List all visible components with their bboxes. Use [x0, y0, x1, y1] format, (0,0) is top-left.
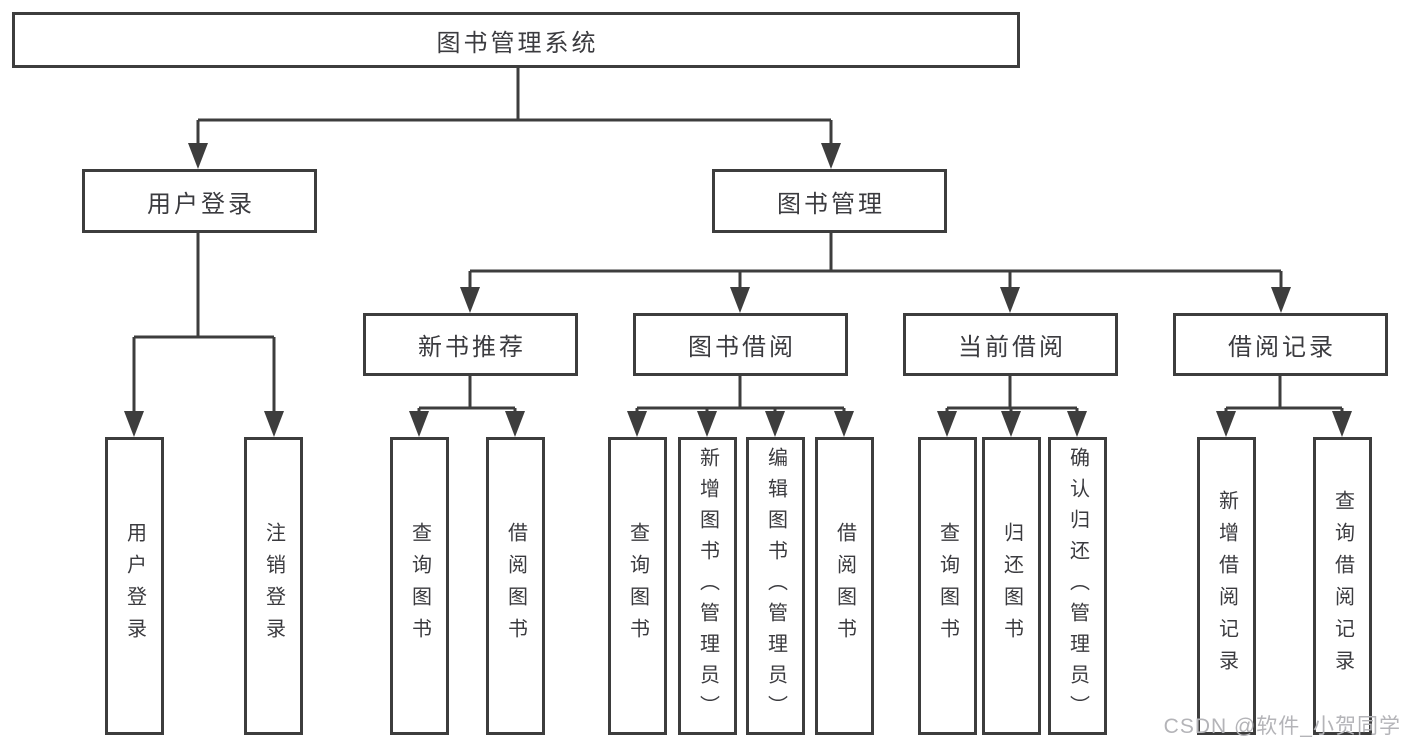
leaf-add-borrow-record: 新增借阅记录 — [1197, 437, 1256, 735]
leaf-borrow-books: 借阅图书 — [815, 437, 874, 735]
leaf-borrow-books-recommend: 借阅图书 — [486, 437, 545, 735]
node-label: 新书推荐 — [418, 334, 526, 361]
node-label: 借阅图书 — [504, 522, 527, 650]
node-book-management: 图书管理 — [712, 169, 947, 233]
node-label: 确认归还（管理员） — [1066, 446, 1089, 726]
arrowhead — [730, 287, 750, 313]
node-label: 当前借阅 — [958, 334, 1066, 361]
leaf-search-books-recommend: 查询图书 — [390, 437, 449, 735]
node-label: 用户登录 — [123, 522, 146, 650]
arrowhead — [627, 411, 647, 437]
leaf-confirm-return-admin: 确认归还（管理员） — [1048, 437, 1107, 735]
arrowhead — [460, 287, 480, 313]
node-book-borrow: 图书借阅 — [633, 313, 848, 376]
arrowhead — [697, 411, 717, 437]
leaf-search-borrow-record: 查询借阅记录 — [1313, 437, 1372, 735]
leaf-return-books: 归还图书 — [982, 437, 1041, 735]
connector-path — [132, 68, 1344, 413]
leaf-search-books-current: 查询图书 — [918, 437, 977, 735]
node-label: 归还图书 — [1000, 522, 1023, 650]
arrowhead — [821, 143, 841, 169]
node-label: 图书管理 — [777, 190, 885, 218]
watermark: CSDN @软件_小贺同学 — [1163, 715, 1401, 738]
node-user-login: 用户登录 — [82, 169, 317, 233]
arrowhead — [264, 411, 284, 437]
leaf-logout: 注销登录 — [244, 437, 303, 735]
node-label: 用户登录 — [147, 190, 255, 218]
node-label: 查询借阅记录 — [1331, 490, 1354, 682]
node-label: 查询图书 — [626, 522, 649, 650]
arrowhead — [937, 411, 957, 437]
arrowhead — [1000, 287, 1020, 313]
node-current-borrow: 当前借阅 — [903, 313, 1118, 376]
node-root: 图书管理系统 — [12, 12, 1020, 68]
arrowhead — [1067, 411, 1087, 437]
node-label: 查询图书 — [408, 522, 431, 650]
arrowhead — [124, 411, 144, 437]
arrowhead — [765, 411, 785, 437]
arrowhead — [188, 143, 208, 169]
node-label: 借阅图书 — [833, 522, 856, 650]
arrowhead — [1001, 411, 1021, 437]
node-borrow-records: 借阅记录 — [1173, 313, 1388, 376]
arrowhead — [1332, 411, 1352, 437]
node-label: 查询图书 — [936, 522, 959, 650]
arrowhead — [505, 411, 525, 437]
arrowhead — [1216, 411, 1236, 437]
leaf-edit-books-admin: 编辑图书（管理员） — [746, 437, 805, 735]
node-label: 图书管理系统 — [436, 29, 599, 57]
node-label: 图书借阅 — [688, 334, 796, 361]
arrowhead — [834, 411, 854, 437]
node-label: 新增图书（管理员） — [696, 446, 719, 726]
node-label: 新增借阅记录 — [1215, 490, 1238, 682]
arrowhead — [1271, 287, 1291, 313]
node-new-book-recommend: 新书推荐 — [363, 313, 578, 376]
node-label: 借阅记录 — [1228, 334, 1336, 361]
arrowhead — [409, 411, 429, 437]
leaf-add-books-admin: 新增图书（管理员） — [678, 437, 737, 735]
node-label: 注销登录 — [262, 522, 285, 650]
node-label: 编辑图书（管理员） — [764, 446, 787, 726]
leaf-user-login: 用户登录 — [105, 437, 164, 735]
leaf-search-books-borrow: 查询图书 — [608, 437, 667, 735]
